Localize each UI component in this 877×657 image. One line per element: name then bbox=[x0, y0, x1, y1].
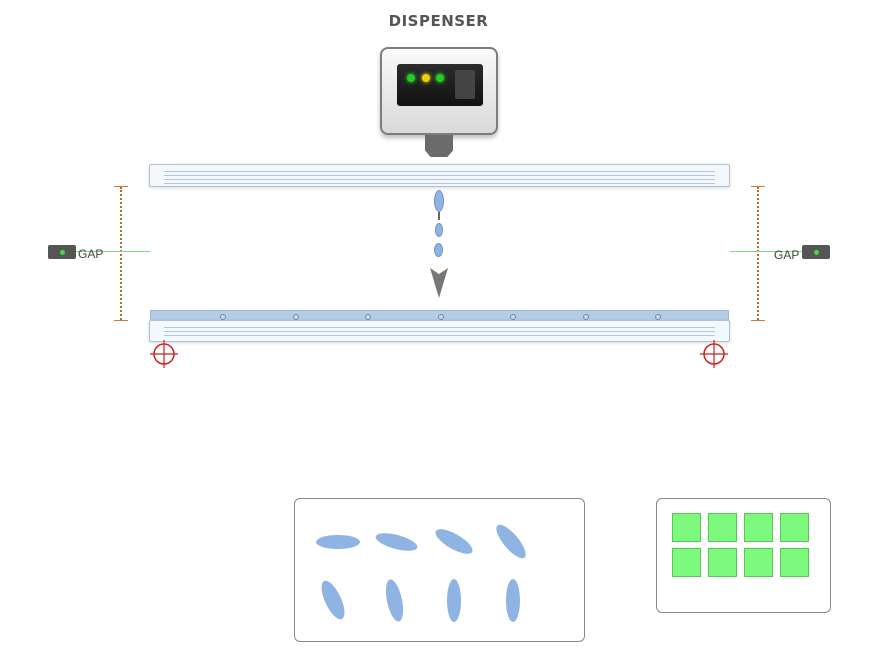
droplet-shape bbox=[373, 529, 420, 555]
droplet-orientation-panel bbox=[294, 498, 585, 642]
droplet-shape bbox=[316, 577, 350, 623]
fiducial-crosshair-icon bbox=[150, 340, 178, 368]
status-led-green-2 bbox=[436, 74, 444, 82]
sensor-beam bbox=[730, 251, 802, 252]
status-led-yellow bbox=[422, 74, 430, 82]
pixel-cell bbox=[672, 513, 701, 542]
droplet bbox=[435, 223, 443, 237]
right-gap-label: GAP bbox=[774, 248, 800, 262]
gap-marker-cap bbox=[114, 186, 128, 187]
pixel-cell bbox=[708, 513, 737, 542]
droplet-trail bbox=[438, 212, 440, 220]
pixel-cell bbox=[780, 548, 809, 577]
pixel-cell bbox=[708, 548, 737, 577]
sensor-led bbox=[60, 249, 65, 255]
sensor-beam bbox=[76, 251, 150, 252]
screw bbox=[220, 314, 226, 320]
plate-line bbox=[164, 335, 715, 336]
gap-marker-cap bbox=[114, 320, 128, 321]
pixel-grid-panel bbox=[656, 498, 831, 613]
left-gap-label: GAP bbox=[78, 247, 104, 261]
droplet bbox=[434, 243, 443, 257]
gap-sensor-icon bbox=[48, 245, 76, 259]
droplet-shape bbox=[491, 520, 531, 563]
gap-marker-cap bbox=[751, 186, 765, 187]
right-gap-marker bbox=[757, 187, 759, 320]
screw bbox=[583, 314, 589, 320]
droplet-shape bbox=[432, 524, 476, 559]
pixel-cell bbox=[672, 548, 701, 577]
droplet-shape bbox=[316, 535, 360, 549]
down-arrow-icon bbox=[430, 268, 448, 298]
screw bbox=[365, 314, 371, 320]
droplet-shape bbox=[447, 579, 461, 622]
droplet-shape bbox=[506, 579, 520, 622]
pixel-cell bbox=[744, 513, 773, 542]
pixel-cell bbox=[744, 548, 773, 577]
dispenser-display bbox=[397, 64, 483, 106]
droplet-shape bbox=[382, 577, 407, 624]
fiducial-crosshair-icon bbox=[700, 340, 728, 368]
plate-line bbox=[164, 183, 715, 184]
plate-line bbox=[164, 331, 715, 332]
screw bbox=[293, 314, 299, 320]
status-led-green-1 bbox=[407, 74, 415, 82]
dispenser-panel bbox=[455, 70, 475, 99]
gap-sensor-icon bbox=[802, 245, 830, 259]
gap-marker-cap bbox=[751, 320, 765, 321]
dispenser-title: DISPENSER bbox=[388, 12, 489, 30]
droplet bbox=[434, 190, 444, 212]
pixel-cell bbox=[780, 513, 809, 542]
screw bbox=[510, 314, 516, 320]
bottom-plate bbox=[149, 320, 730, 342]
plate-line bbox=[164, 327, 715, 328]
dispenser-unit bbox=[380, 47, 498, 135]
left-gap-marker bbox=[120, 187, 122, 320]
dispenser-nozzle bbox=[425, 135, 453, 157]
screw bbox=[655, 314, 661, 320]
plate-line bbox=[164, 175, 715, 176]
plate-line bbox=[164, 171, 715, 172]
sensor-led bbox=[814, 249, 819, 255]
top-plate bbox=[149, 164, 730, 187]
screw bbox=[438, 314, 444, 320]
plate-line bbox=[164, 179, 715, 180]
